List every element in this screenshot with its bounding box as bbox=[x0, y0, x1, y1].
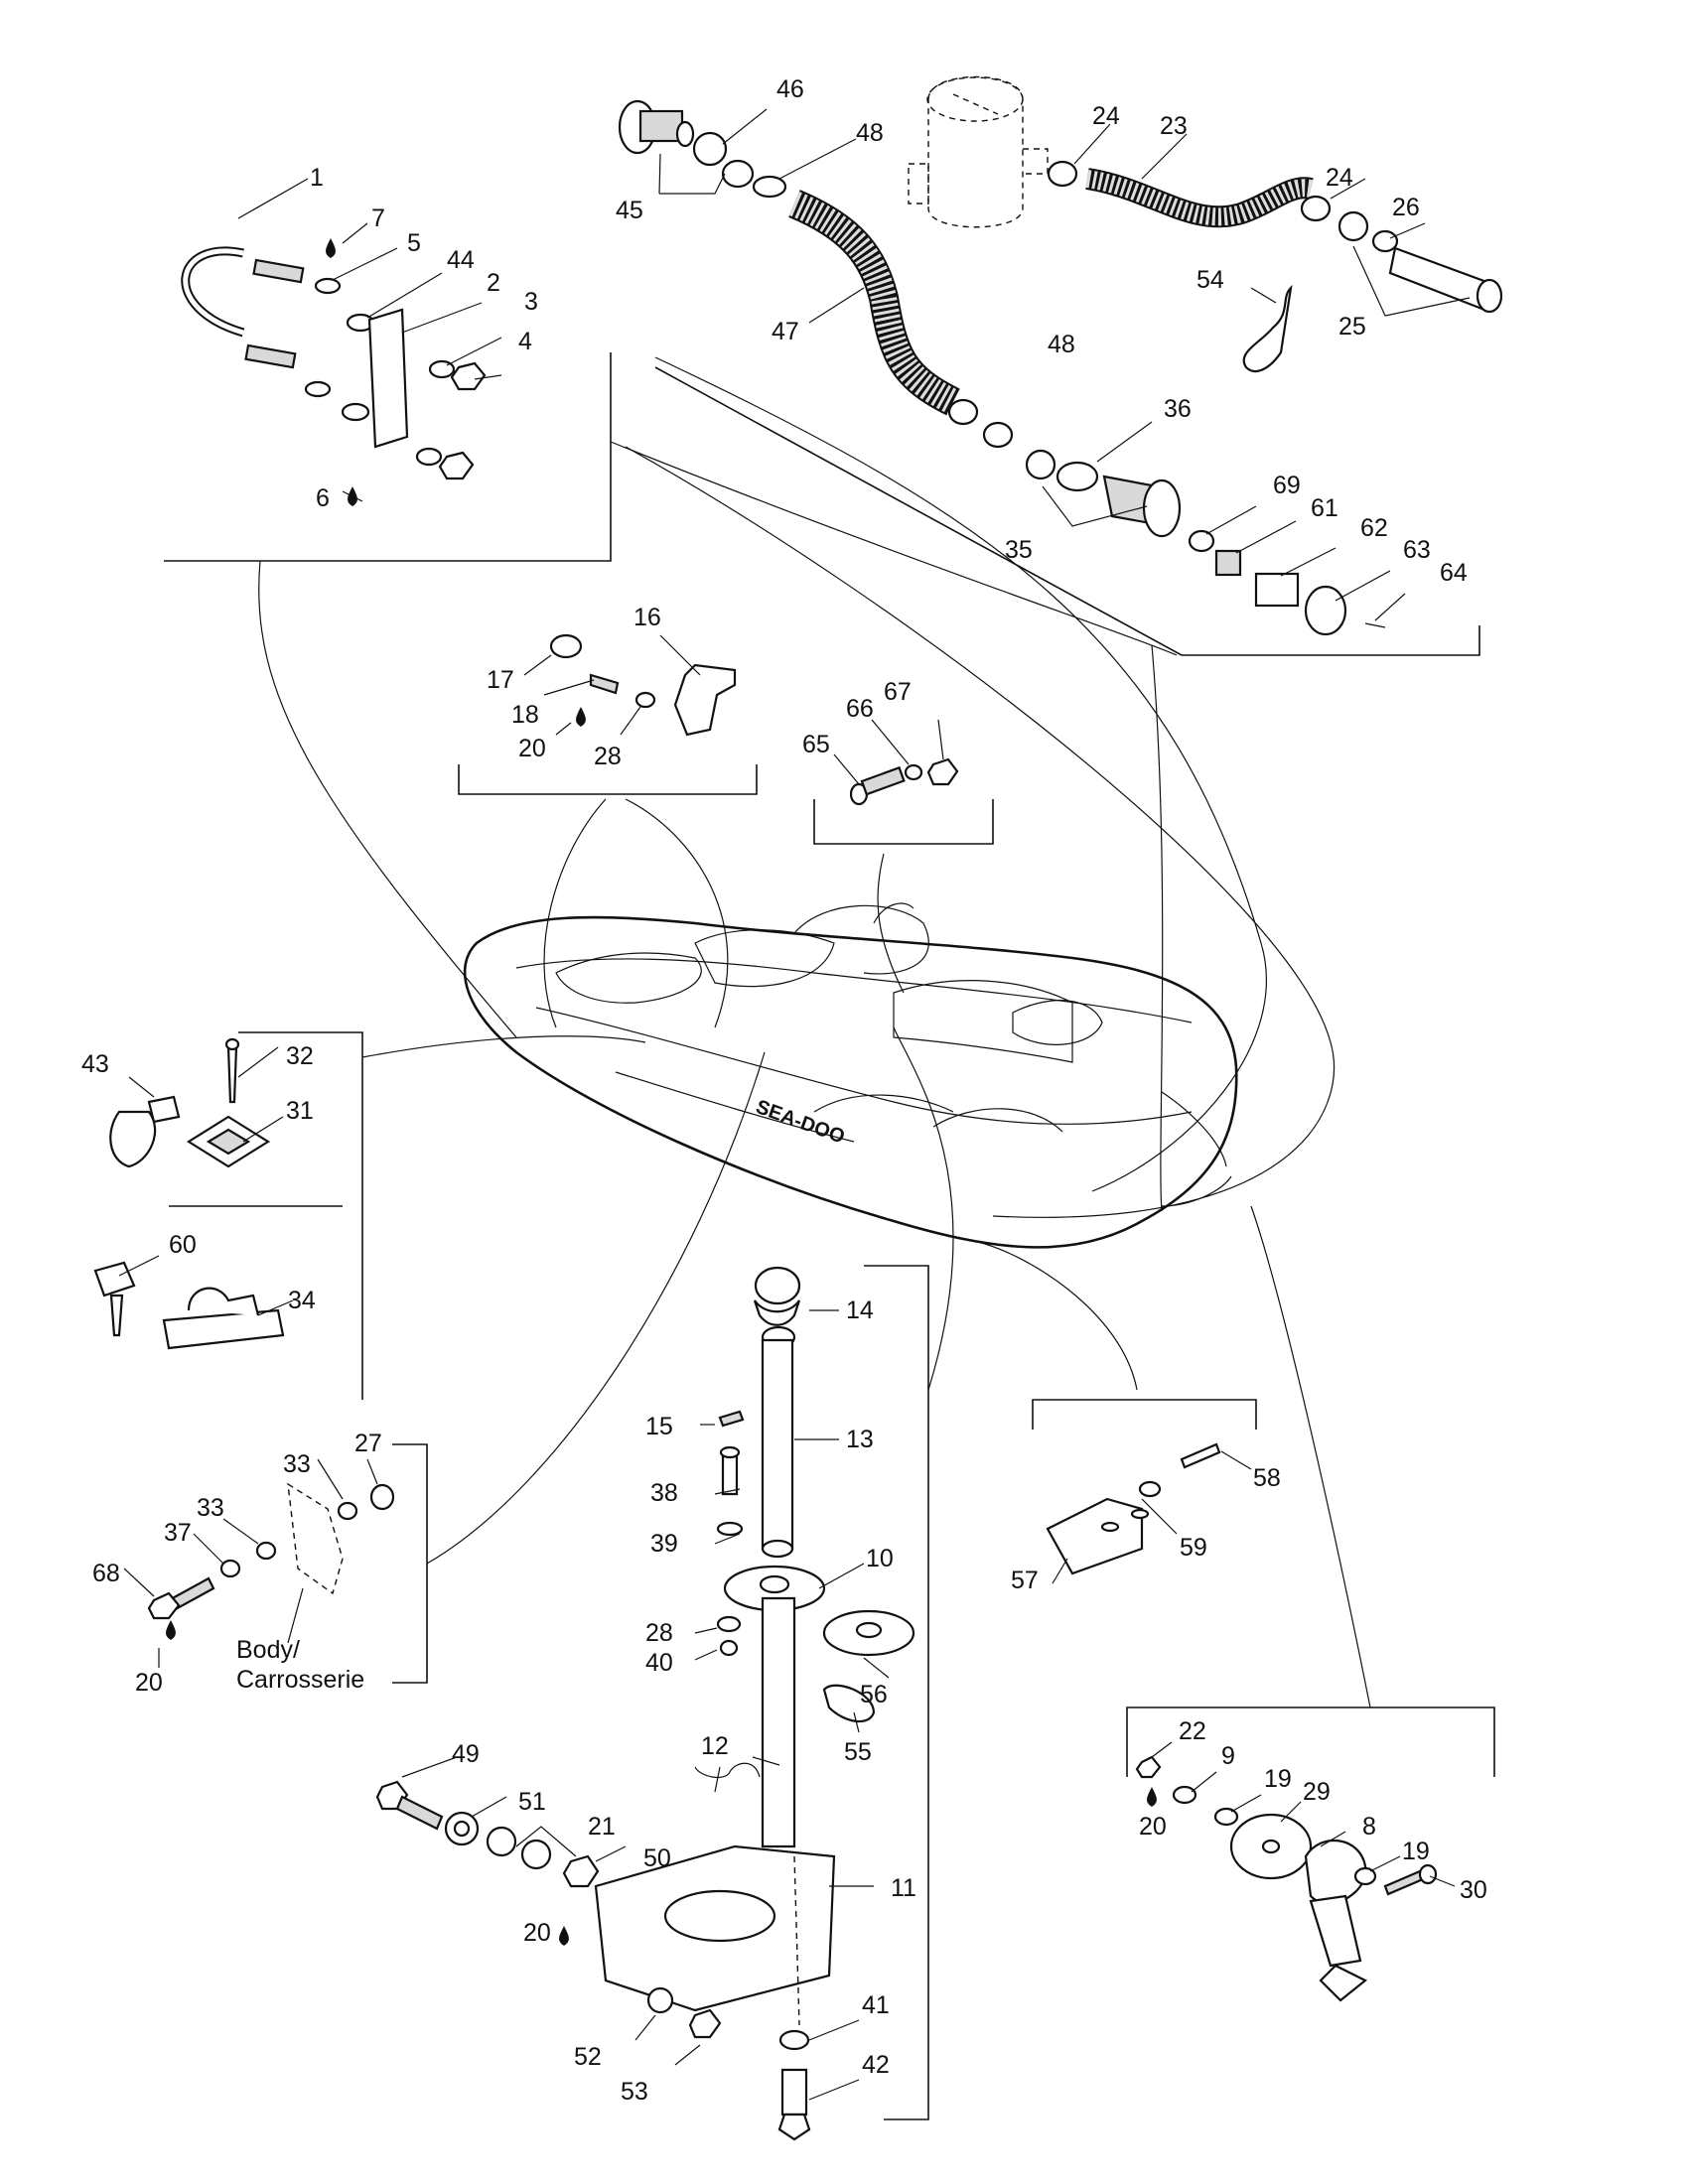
callout-9: 9 bbox=[1221, 1742, 1235, 1770]
callout-64: 64 bbox=[1440, 559, 1468, 587]
box-drain-plug-assembly bbox=[1126, 1706, 1495, 2002]
watercraft-hull: SEA-DOO bbox=[463, 902, 1238, 1249]
callout-36: 36 bbox=[1164, 395, 1192, 423]
callout-17: 17 bbox=[487, 666, 514, 694]
callout-50: 50 bbox=[643, 1844, 671, 1872]
callout-1: 1 bbox=[310, 164, 324, 192]
body-label-line1: Body/ bbox=[236, 1636, 300, 1664]
box-shaft-assembly bbox=[594, 1265, 929, 2141]
callout-56: 56 bbox=[860, 1681, 888, 1708]
callout-19b: 19 bbox=[1402, 1838, 1430, 1865]
box-bolt-49-53 bbox=[375, 1756, 722, 2066]
callout-20b: 20 bbox=[135, 1669, 163, 1697]
callout-31: 31 bbox=[286, 1097, 314, 1125]
callout-35: 35 bbox=[1005, 536, 1033, 564]
callout-23: 23 bbox=[1160, 112, 1188, 140]
callout-59: 59 bbox=[1180, 1534, 1207, 1562]
callout-60: 60 bbox=[169, 1231, 197, 1259]
box-fitting-assembly bbox=[654, 366, 1480, 656]
callout-43: 43 bbox=[81, 1050, 109, 1078]
callout-32: 32 bbox=[286, 1042, 314, 1070]
bilge-pump-group bbox=[908, 75, 1503, 373]
callout-labels: 1 7 5 44 2 3 4 6 46 48 45 47 48 24 23 24… bbox=[81, 75, 1487, 2106]
callout-37: 37 bbox=[164, 1519, 192, 1547]
callout-28b: 28 bbox=[645, 1619, 673, 1647]
callout-46: 46 bbox=[776, 75, 804, 103]
callout-24a: 24 bbox=[1092, 102, 1120, 130]
callout-2: 2 bbox=[487, 269, 500, 297]
callout-47: 47 bbox=[772, 318, 799, 345]
callout-65: 65 bbox=[802, 731, 830, 758]
callout-34: 34 bbox=[288, 1287, 316, 1314]
callout-40: 40 bbox=[645, 1649, 673, 1677]
callout-28a: 28 bbox=[594, 743, 622, 770]
body-label-line2: Carrosserie bbox=[236, 1666, 364, 1694]
box-bracket-57-59 bbox=[1032, 1399, 1257, 1584]
callout-69: 69 bbox=[1273, 472, 1301, 499]
callout-33a: 33 bbox=[283, 1450, 311, 1478]
callout-68: 68 bbox=[92, 1560, 120, 1587]
callout-12: 12 bbox=[701, 1732, 729, 1760]
callout-54: 54 bbox=[1196, 266, 1224, 294]
callout-29: 29 bbox=[1303, 1778, 1331, 1806]
callout-5: 5 bbox=[407, 229, 421, 257]
callout-21: 21 bbox=[588, 1813, 616, 1841]
callout-42: 42 bbox=[862, 2051, 890, 2079]
callout-20d: 20 bbox=[1139, 1813, 1167, 1841]
callout-57: 57 bbox=[1011, 1567, 1039, 1594]
box-clip-assembly bbox=[93, 1031, 363, 1400]
callout-38: 38 bbox=[650, 1479, 678, 1507]
callout-61: 61 bbox=[1311, 494, 1338, 522]
callout-7: 7 bbox=[371, 205, 385, 232]
callout-26: 26 bbox=[1392, 194, 1420, 221]
callout-44: 44 bbox=[447, 246, 475, 274]
callout-15: 15 bbox=[645, 1413, 673, 1440]
callout-11: 11 bbox=[891, 1874, 916, 1902]
callout-18: 18 bbox=[511, 701, 539, 729]
callout-3: 3 bbox=[524, 288, 538, 316]
callout-58: 58 bbox=[1253, 1464, 1281, 1492]
callout-25: 25 bbox=[1338, 313, 1366, 341]
callout-48b: 48 bbox=[1048, 331, 1075, 358]
callout-16: 16 bbox=[633, 604, 661, 631]
callout-24b: 24 bbox=[1326, 164, 1353, 192]
callout-30: 30 bbox=[1460, 1876, 1487, 1904]
oil-drop-icon bbox=[576, 707, 586, 727]
oil-drop-icon bbox=[559, 1926, 569, 1946]
callout-62: 62 bbox=[1360, 514, 1388, 542]
box-bolt-65-67 bbox=[813, 719, 994, 994]
callout-4: 4 bbox=[518, 328, 532, 355]
leader-curves bbox=[258, 356, 1371, 1708]
callout-27: 27 bbox=[354, 1430, 382, 1457]
callout-52: 52 bbox=[574, 2043, 602, 2071]
callout-10: 10 bbox=[866, 1545, 894, 1572]
oil-drop-icon bbox=[1147, 1787, 1157, 1807]
callout-19a: 19 bbox=[1264, 1765, 1292, 1793]
callout-48a: 48 bbox=[856, 119, 884, 147]
box-bracket-assembly bbox=[458, 633, 758, 795]
callout-22: 22 bbox=[1179, 1717, 1206, 1745]
oil-drop-icon bbox=[326, 238, 336, 258]
callout-8: 8 bbox=[1362, 1813, 1376, 1841]
callout-14: 14 bbox=[846, 1297, 874, 1324]
callout-6: 6 bbox=[316, 484, 330, 512]
callout-49: 49 bbox=[452, 1740, 480, 1768]
callout-55: 55 bbox=[844, 1738, 872, 1766]
callout-20c: 20 bbox=[523, 1919, 551, 1947]
callout-63: 63 bbox=[1403, 536, 1431, 564]
callout-39: 39 bbox=[650, 1530, 678, 1558]
callout-53: 53 bbox=[621, 2078, 648, 2106]
box-ubolt-assembly bbox=[164, 178, 612, 562]
callout-67: 67 bbox=[884, 678, 912, 706]
oil-drop-icon bbox=[166, 1620, 176, 1640]
callout-33b: 33 bbox=[197, 1494, 224, 1522]
callout-13: 13 bbox=[846, 1426, 874, 1453]
callout-45: 45 bbox=[616, 197, 643, 224]
callout-20a: 20 bbox=[518, 735, 546, 762]
callout-66: 66 bbox=[846, 695, 874, 723]
callout-51: 51 bbox=[518, 1788, 546, 1816]
callout-41: 41 bbox=[862, 1991, 890, 2019]
box-hose-assembly bbox=[618, 99, 1014, 449]
